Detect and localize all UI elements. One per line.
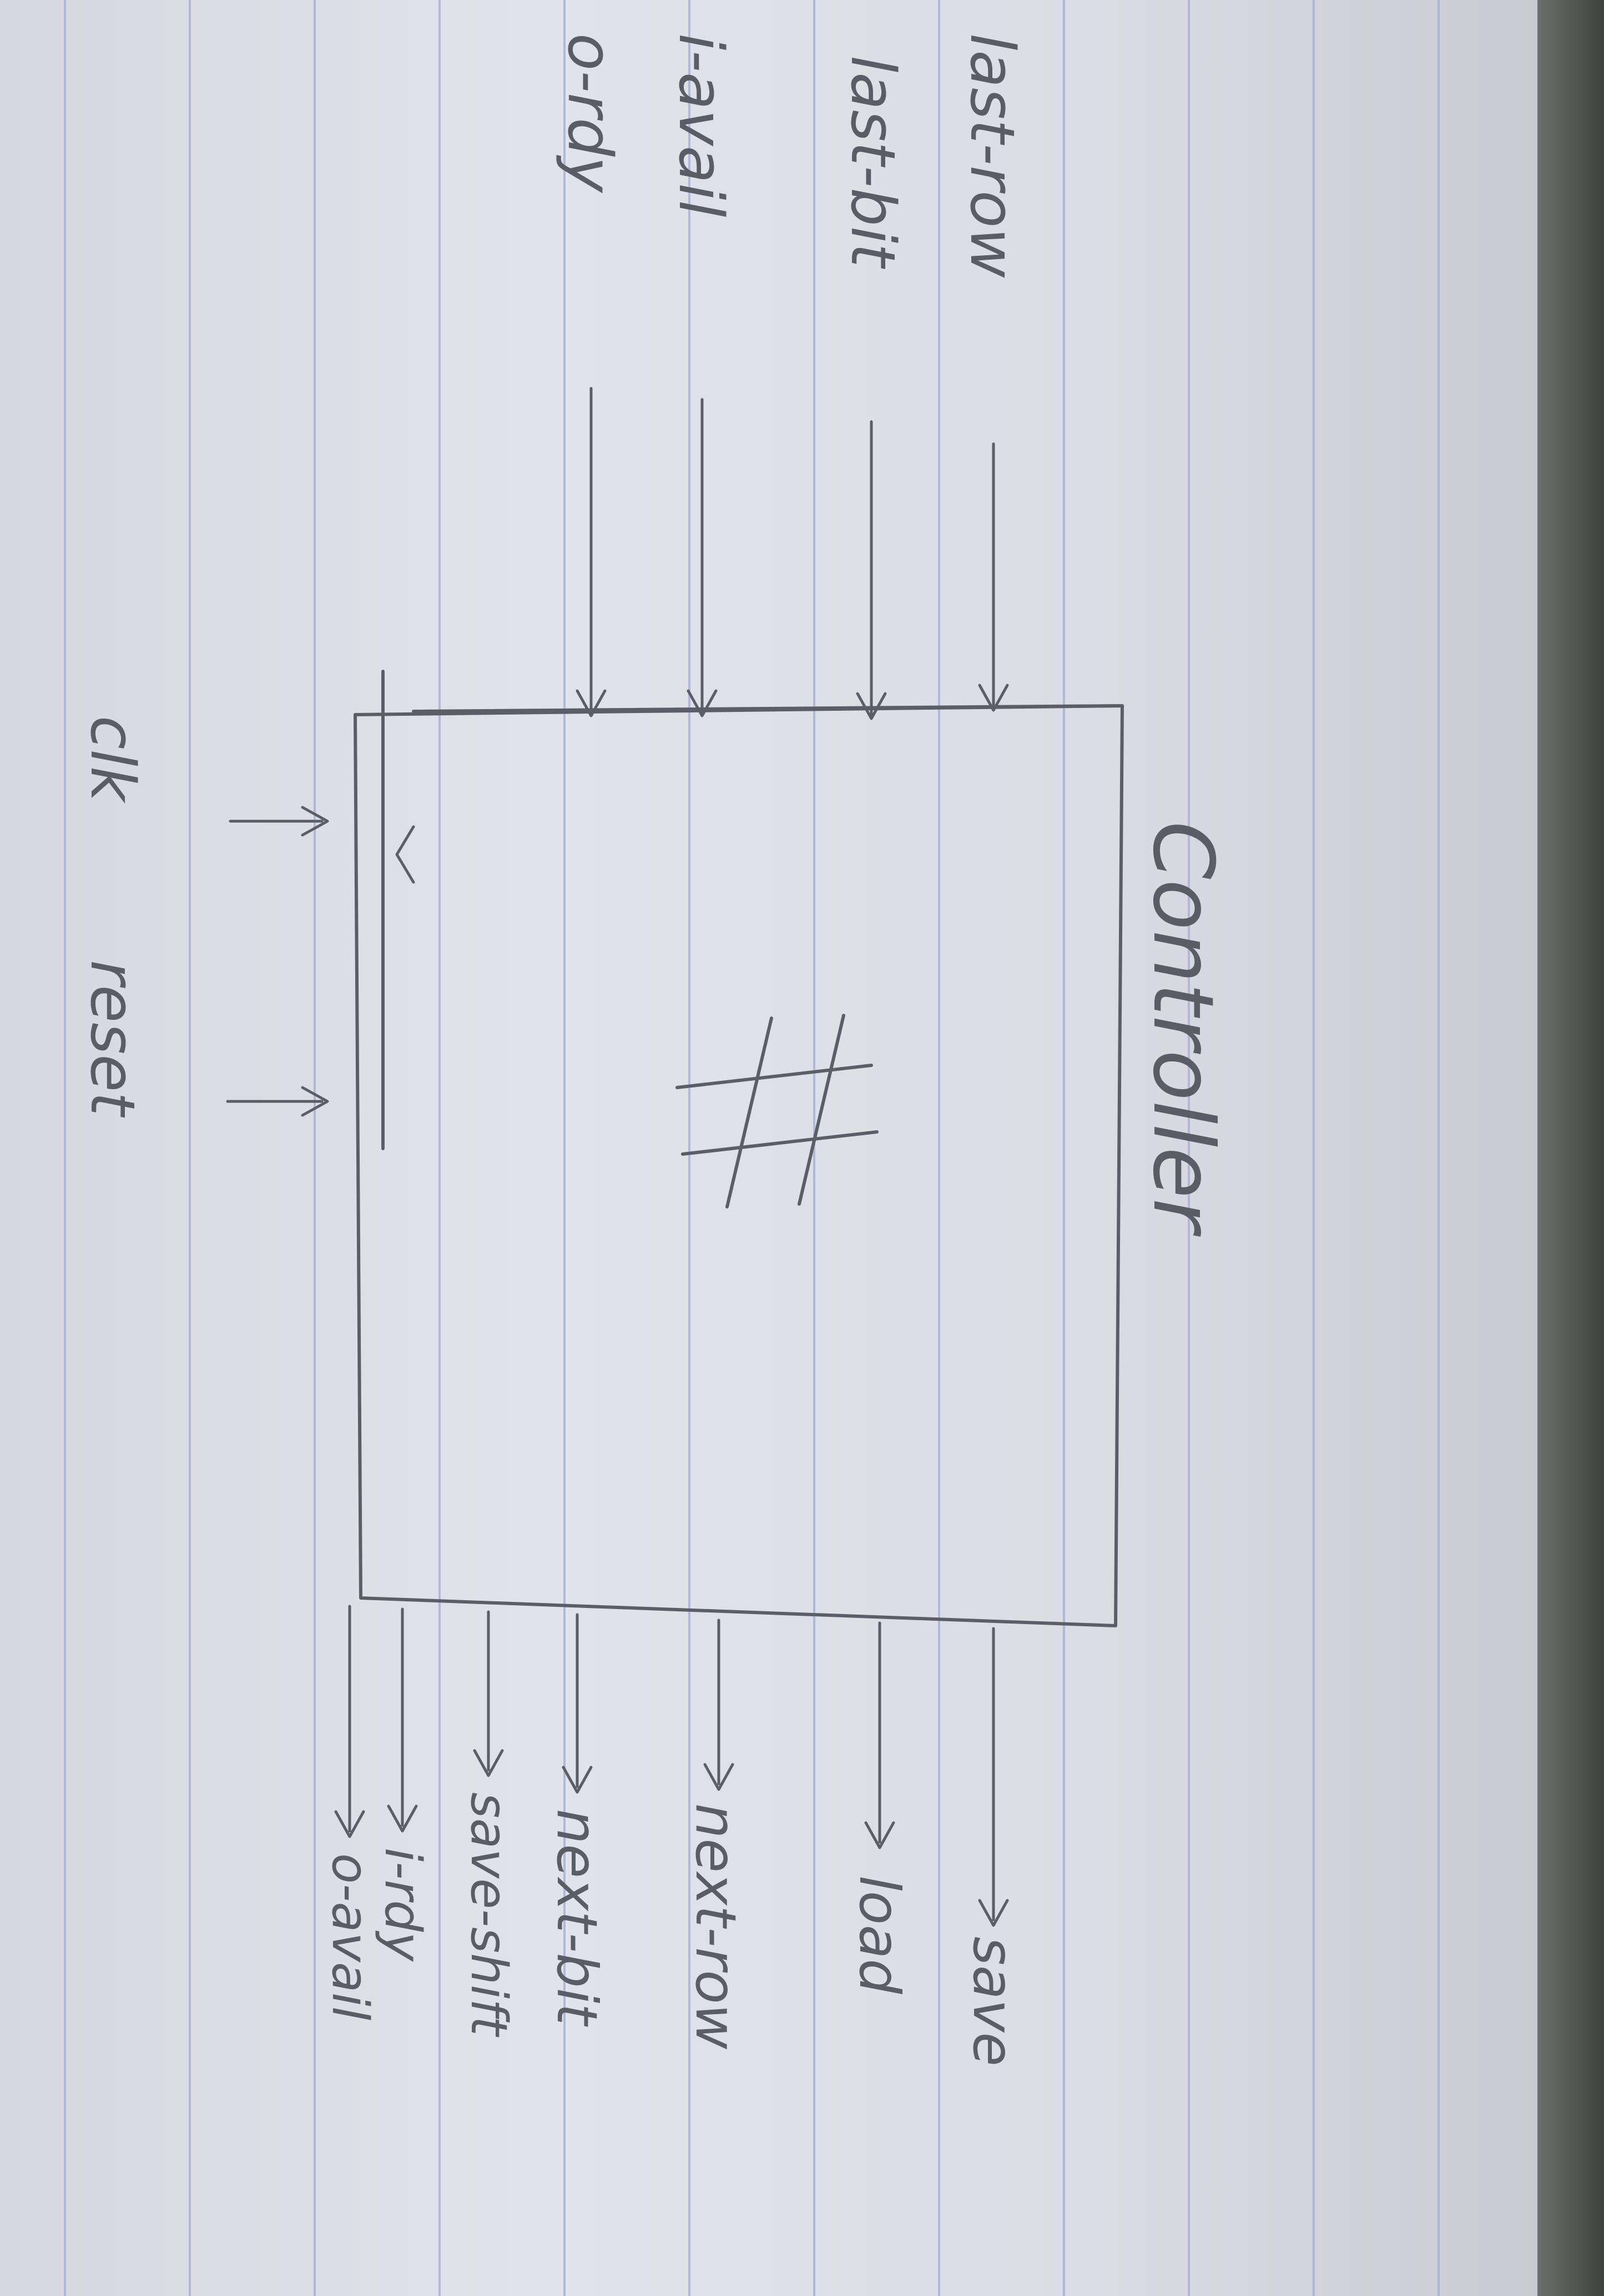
- ruled-line: [438, 0, 441, 2296]
- svg-text:reset: reset: [77, 960, 148, 1118]
- clock-symbol: [395, 825, 415, 884]
- ruled-line: [938, 0, 940, 2296]
- ruled-line: [1188, 0, 1190, 2296]
- input-last-row: last-row: [957, 33, 1028, 712]
- block-top-edge: [412, 704, 1124, 713]
- ruled-line: [563, 0, 566, 2296]
- input-reset: reset: [77, 960, 329, 1118]
- svg-text:save: save: [961, 1936, 1026, 2066]
- diagram-title: Controller: [1134, 821, 1231, 1237]
- ruled-line: [813, 0, 815, 2296]
- output-save: save: [961, 1627, 1026, 2066]
- hash-symbol: [675, 1014, 879, 1208]
- ruled-line: [1063, 0, 1065, 2296]
- input-last-bit: last-bit: [838, 55, 909, 720]
- output-load: load: [847, 1621, 912, 1994]
- svg-text:next-bit: next-bit: [544, 1809, 609, 2027]
- svg-text:i-avail: i-avail: [665, 33, 737, 218]
- svg-text:load: load: [847, 1875, 912, 1994]
- svg-text:o-rdy: o-rdy: [554, 33, 626, 194]
- svg-text:o-avail: o-avail: [321, 1853, 379, 2020]
- ruled-line: [688, 0, 690, 2296]
- ruled-line: [1313, 0, 1315, 2296]
- input-o-rdy: o-rdy: [554, 33, 626, 717]
- input-i-avail: i-avail: [665, 33, 737, 717]
- svg-text:last-row: last-row: [957, 33, 1028, 279]
- ruled-line: [64, 0, 66, 2296]
- ruled-line: [189, 0, 191, 2296]
- svg-text:save-shift: save-shift: [460, 1792, 518, 2038]
- output-i-rdy: i-rdy: [374, 1607, 432, 1963]
- svg-text:last-bit: last-bit: [838, 55, 909, 269]
- input-clk: clk: [77, 716, 329, 837]
- notebook-page: [0, 0, 1537, 2296]
- output-o-avail: o-avail: [321, 1605, 379, 2020]
- output-next-bit: next-bit: [544, 1613, 609, 2027]
- svg-text:clk: clk: [77, 716, 148, 804]
- output-save-shift: save-shift: [460, 1610, 518, 2038]
- svg-text:i-rdy: i-rdy: [374, 1848, 432, 1963]
- output-next-row: next-row: [683, 1619, 748, 2050]
- ruled-line: [1437, 0, 1440, 2296]
- notebook-spine: [1537, 0, 1604, 2296]
- svg-text:next-row: next-row: [683, 1803, 748, 2050]
- ruled-line: [314, 0, 316, 2296]
- controller-block: [354, 704, 1124, 1627]
